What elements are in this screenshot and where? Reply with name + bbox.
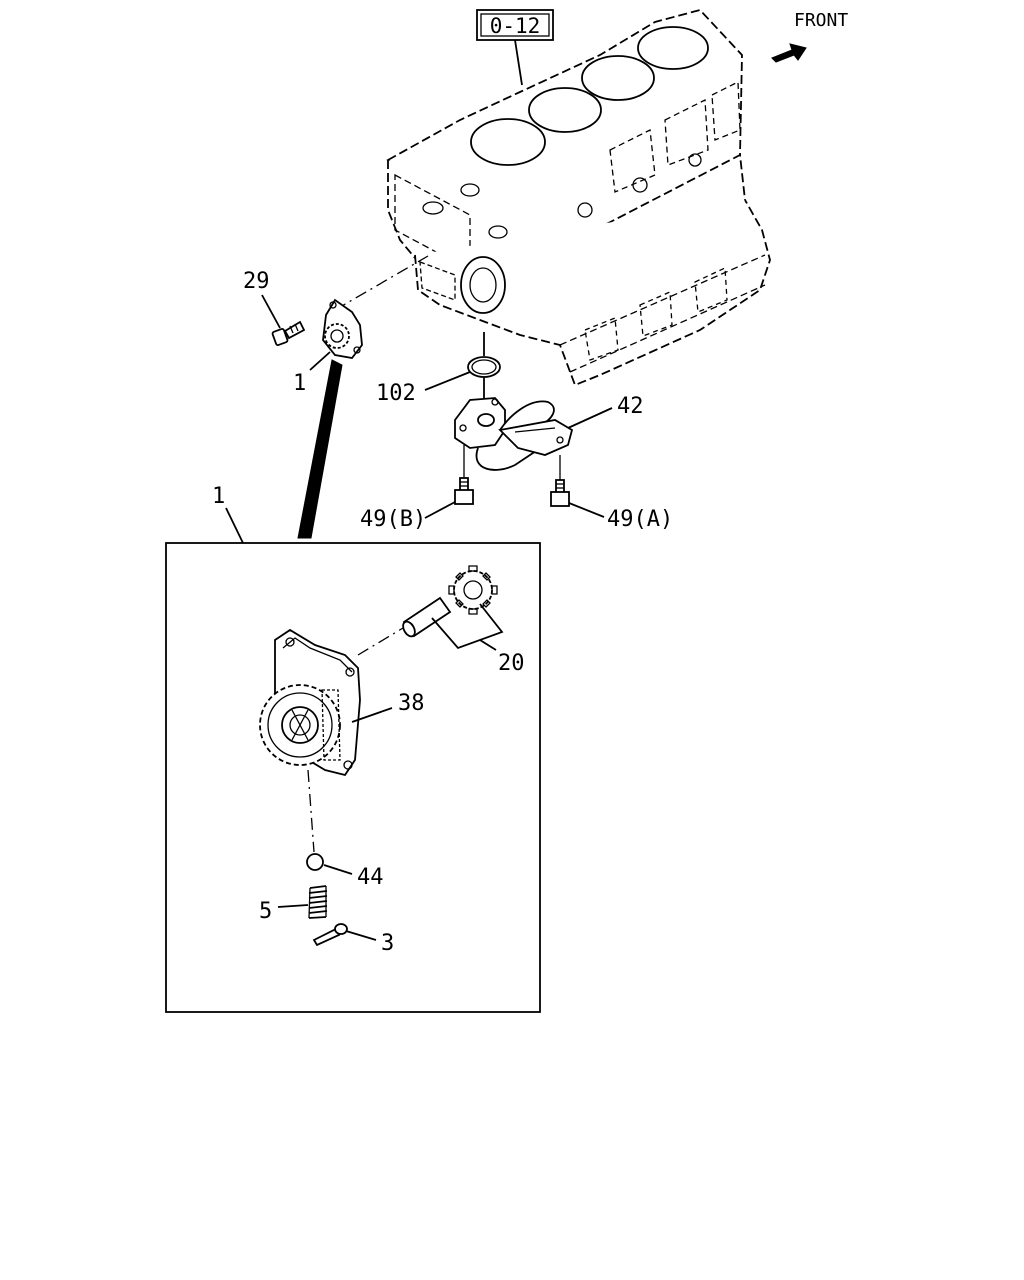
callout-20: 20 xyxy=(498,651,525,676)
spring-5[interactable] xyxy=(308,885,328,919)
callout-102: 102 xyxy=(376,381,416,406)
leader-102 xyxy=(424,371,471,391)
pump-body-38[interactable] xyxy=(259,628,361,777)
callout-29: 29 xyxy=(243,269,270,294)
callout-49b: 49(B) xyxy=(360,507,426,532)
callout-5: 5 xyxy=(259,899,272,924)
leader-44 xyxy=(323,864,353,875)
bolt-29[interactable] xyxy=(271,320,306,346)
detail-connector xyxy=(297,359,343,539)
leader-29 xyxy=(261,294,281,329)
callout-1-detail: 1 xyxy=(212,484,225,509)
oil-pump-small[interactable] xyxy=(322,298,363,359)
leader-49a xyxy=(568,502,605,518)
bolt-49b[interactable] xyxy=(454,477,474,505)
callout-1-main: 1 xyxy=(293,371,306,396)
reference-box-label: 0-12 xyxy=(490,14,541,38)
callout-42: 42 xyxy=(617,394,644,419)
leader-1-detail xyxy=(225,507,244,544)
callout-38: 38 xyxy=(398,691,425,716)
shaft-gear-20[interactable] xyxy=(401,565,498,638)
leader-49b xyxy=(424,501,456,519)
front-label: FRONT xyxy=(794,10,848,31)
leader-3 xyxy=(345,930,377,941)
bolt-49a[interactable] xyxy=(550,479,570,507)
callout-3: 3 xyxy=(381,931,394,956)
ball-44[interactable] xyxy=(306,853,324,871)
callout-49a: 49(A) xyxy=(607,507,673,532)
leader-1-main xyxy=(309,351,331,371)
detail-box xyxy=(165,542,541,1013)
leader-5 xyxy=(277,904,309,908)
pin-3[interactable] xyxy=(312,923,348,947)
reference-box[interactable]: 0-12 xyxy=(476,9,554,41)
leader-38 xyxy=(351,707,393,723)
callout-44: 44 xyxy=(357,865,384,890)
engine-block xyxy=(386,8,771,387)
leader-20 xyxy=(479,639,497,651)
assembly-line-relief xyxy=(307,769,315,853)
reference-leader xyxy=(514,39,523,86)
assembly-line-pump xyxy=(334,255,429,311)
assembly-line-shaft xyxy=(357,627,404,656)
front-arrow-icon xyxy=(771,43,807,63)
leader-42 xyxy=(567,407,613,429)
oil-strainer-42[interactable] xyxy=(454,397,574,471)
